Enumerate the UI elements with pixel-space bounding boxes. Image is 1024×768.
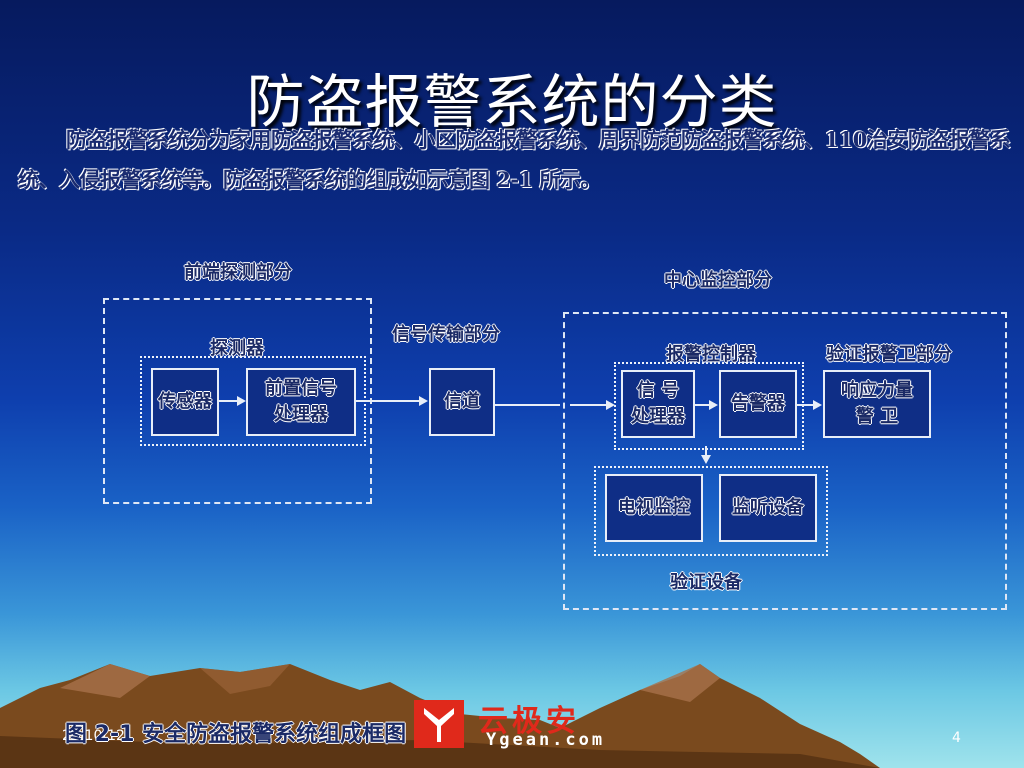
logo-badge-icon [414,700,464,748]
guard-section-label: 验证报警卫部分 [826,340,952,366]
figure-caption: 图 2-1 安全防盗报警系统组成框图 [65,716,406,748]
transmission-label: 信号传输部分 [392,320,500,346]
channel-out-line [494,404,560,406]
alarm-device-box: 告警器 [719,370,797,438]
center-section-label: 中心监控部分 [664,266,772,292]
channel-box: 信道 [429,368,495,436]
to-channel-arrow [419,396,428,406]
alarm-arrow-head [813,400,822,410]
intro-paragraph: 防盗报警系统分为家用防盗报警系统、小区防盗报警系统、周界防范防盗报警系统、110… [18,120,1018,200]
signal-processor-box: 信 号 处理器 [621,370,695,438]
down-arrow [701,455,711,464]
sensor-arrow-head [237,396,246,406]
tv-monitor-box: 电视监控 [605,474,703,542]
front-section-label: 前端探测部分 [184,258,292,284]
listen-device-box: 监听设备 [719,474,817,542]
sensor-arrow-line [217,400,239,402]
processor-arrow-head [709,400,718,410]
page-number: 4 [952,730,961,746]
logo-english: Ygean.com [486,730,605,750]
verify-devices-label: 验证设备 [670,568,742,594]
alarm-arrow-line [795,404,815,406]
sensor-box: 传感器 [151,368,219,436]
preprocessor-box: 前置信号 处理器 [246,368,356,436]
response-box: 响应力量 警 卫 [823,370,931,438]
to-channel-line [355,400,420,402]
